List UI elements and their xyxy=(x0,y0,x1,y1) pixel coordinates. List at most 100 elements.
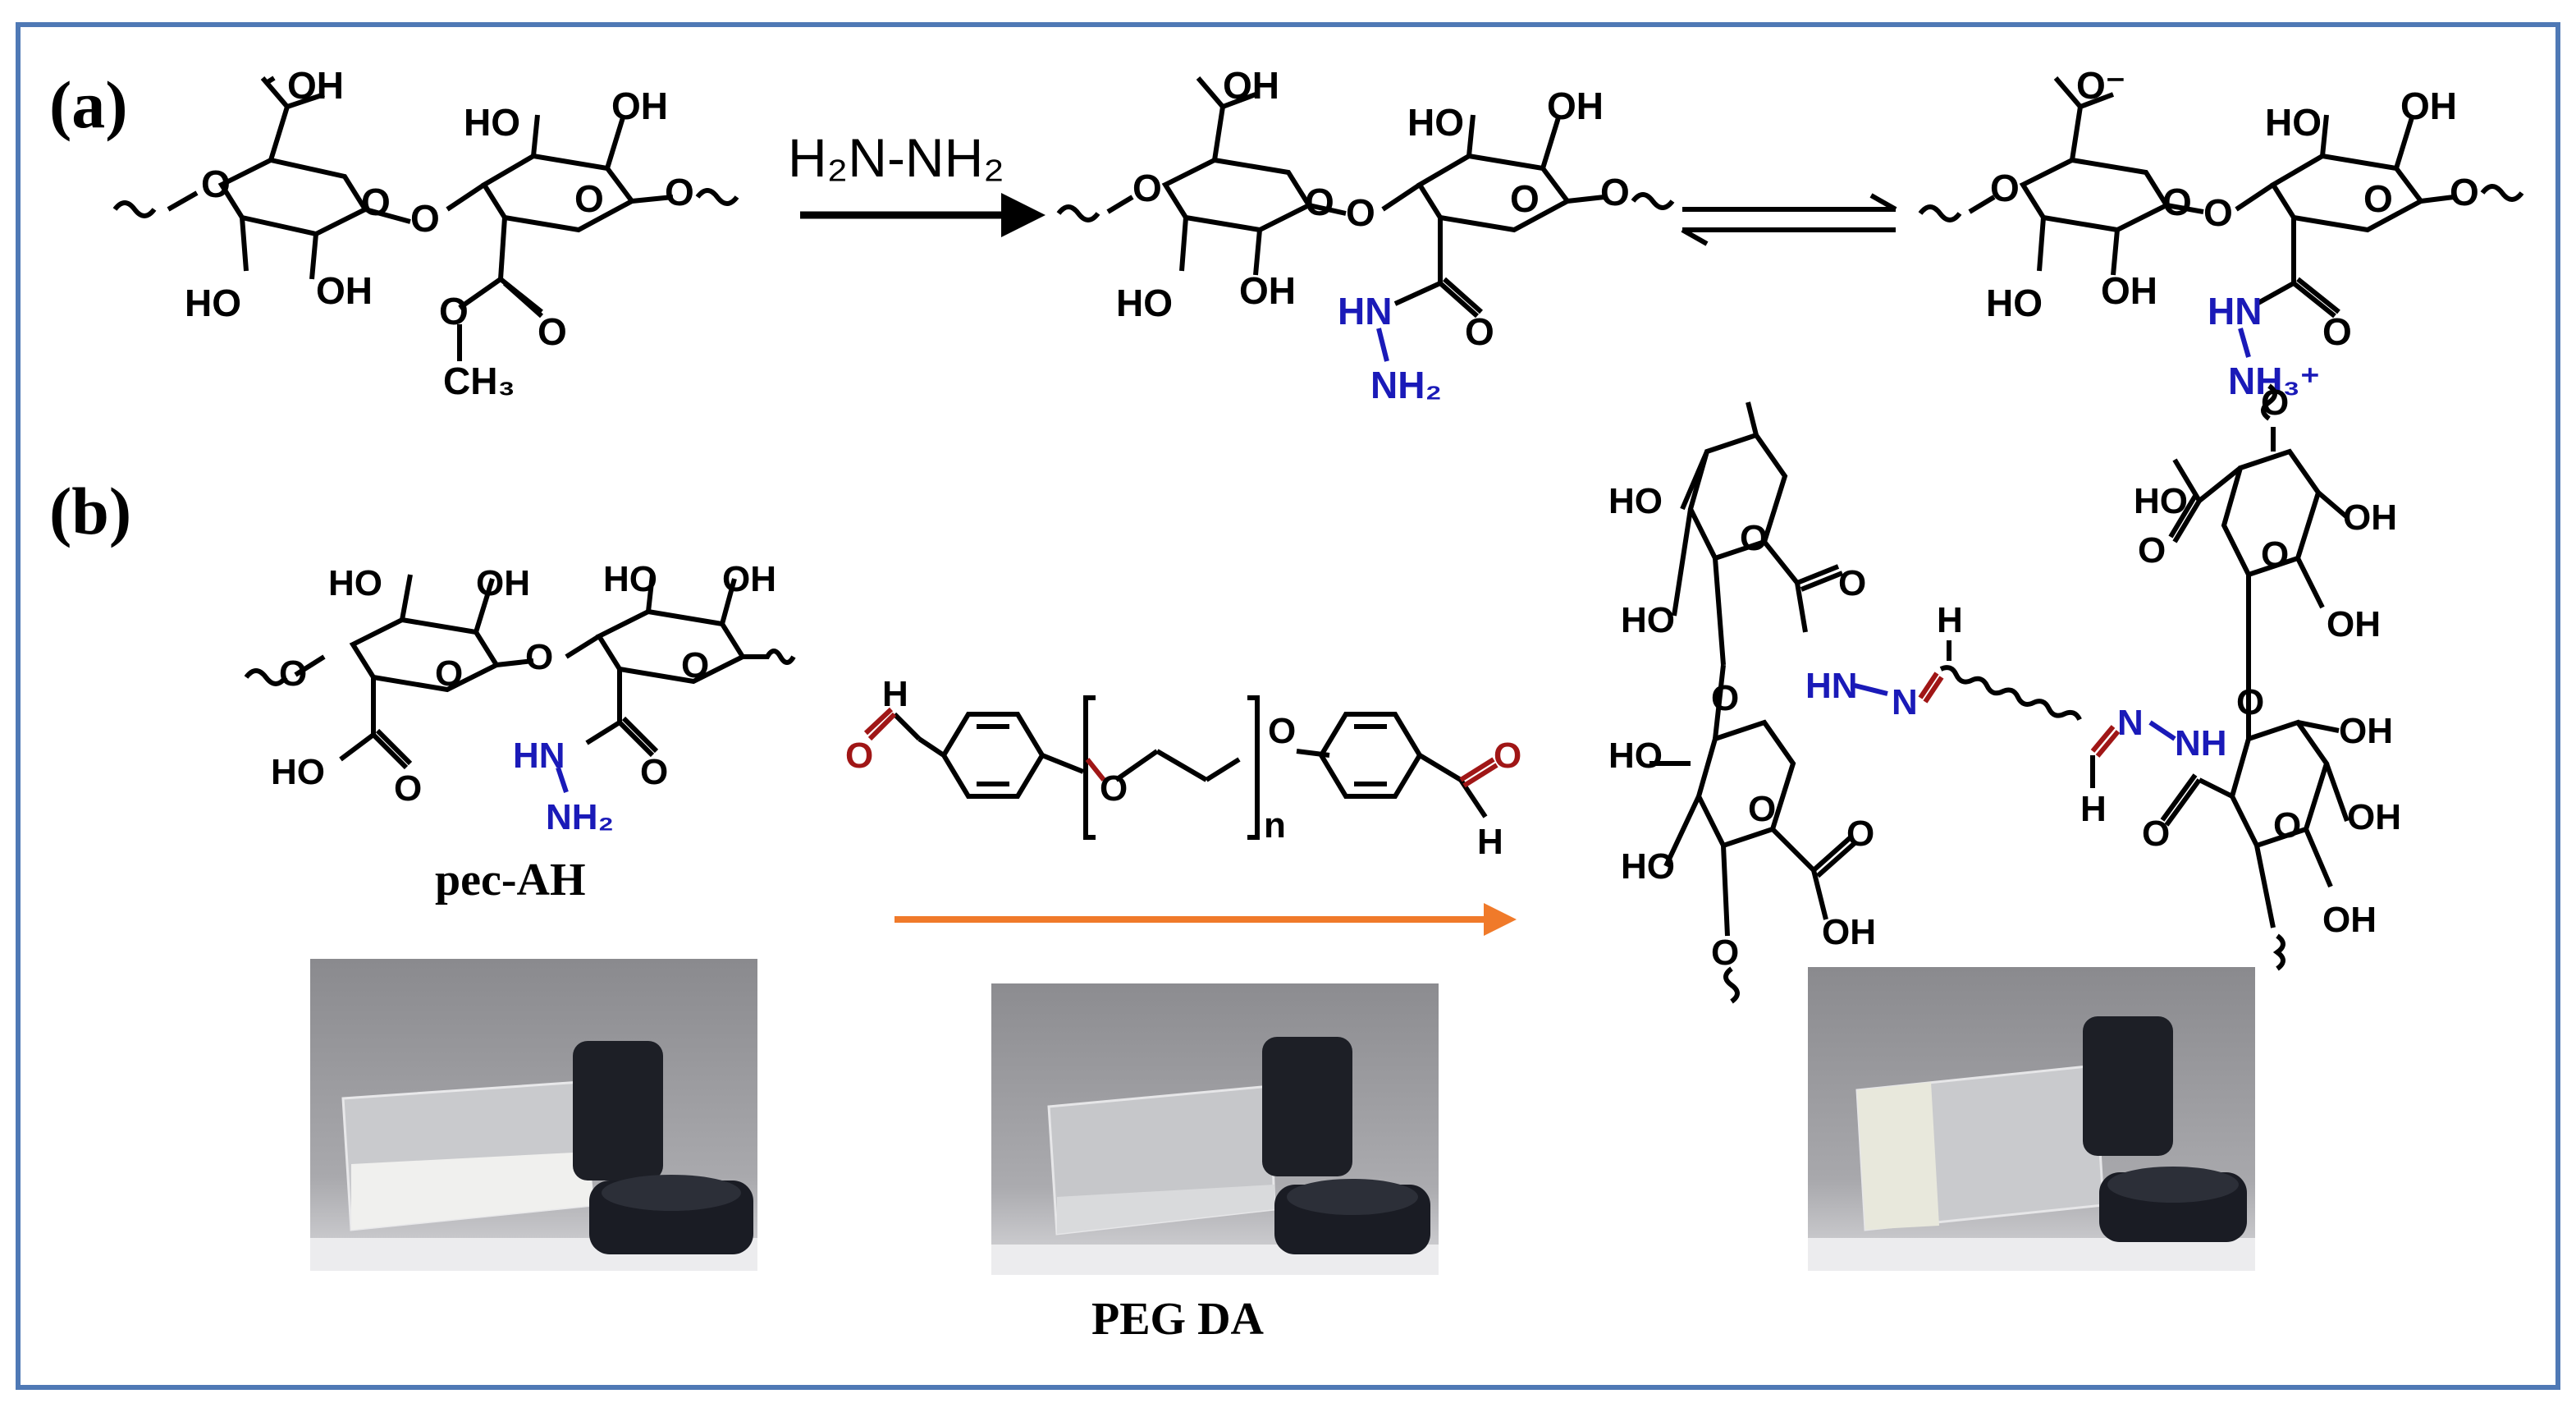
atom-label: OH xyxy=(1239,269,1296,312)
caption-pec-ah: pec-AH xyxy=(435,855,586,905)
atom-label: HO xyxy=(1608,736,1663,776)
reagent-hydrazine: H₂N-NH₂ xyxy=(788,127,1004,188)
atom-label: HO xyxy=(185,282,241,324)
atom-label: OH xyxy=(2327,604,2381,644)
atom-label: HO xyxy=(1986,282,2043,324)
atom-label: O xyxy=(201,163,231,205)
pec-ah-labels: HO OH HO OH O O O O HO O O HN NH₂ xyxy=(271,559,776,837)
ionized-hn-label: HN xyxy=(2208,290,2262,332)
atom-label: HO xyxy=(1621,846,1675,887)
atom-label: O xyxy=(2138,530,2166,571)
atom-label: CH₃ xyxy=(443,360,515,402)
atom-label: HO xyxy=(271,752,325,792)
atom-label: O xyxy=(410,197,440,240)
network-n-label: N xyxy=(1892,682,1918,722)
atom-label: O xyxy=(1838,563,1866,603)
atom-label: OH xyxy=(2339,711,2393,751)
atom-label: O xyxy=(279,653,307,694)
pectin-hydrazide-labels: OH O O O O O HO OH HO OH O HN NH₂ xyxy=(1116,64,1630,406)
atom-label: OH xyxy=(611,85,668,127)
atom-label: HO xyxy=(328,563,382,603)
panel-label-b: (b) xyxy=(49,474,131,548)
atom-label: O xyxy=(525,637,553,677)
atom-label: O xyxy=(1132,167,1162,209)
atom-label: OH xyxy=(722,559,776,599)
atom-label: O xyxy=(439,290,469,332)
atom-label: OH xyxy=(2101,269,2157,312)
ether-o-label: O xyxy=(1100,768,1128,809)
atom-label: O xyxy=(2142,814,2170,854)
atom-label: HO xyxy=(1407,101,1464,144)
vial-photo-peg-da xyxy=(991,983,1439,1275)
peg-da-bond-ring-links xyxy=(1085,758,1106,782)
atom-label: O xyxy=(1846,814,1874,854)
peg-da-aldehyde-bonds xyxy=(863,707,1498,788)
vial-photo-hydrogel xyxy=(1808,967,2255,1271)
ether-o-label: O xyxy=(1268,711,1296,751)
panel-label-a: (a) xyxy=(49,67,128,142)
atom-label: OH xyxy=(476,563,530,603)
atom-label: O⁻ xyxy=(2076,64,2125,107)
atom-label: OH xyxy=(287,64,344,107)
atom-label: O xyxy=(1305,181,1334,223)
atom-label: HO xyxy=(603,559,657,599)
atom-label: O xyxy=(2273,805,2301,846)
network-h-label: H xyxy=(2080,789,2107,829)
atom-label: O xyxy=(1510,177,1540,220)
atom-label: O xyxy=(1990,167,2020,209)
atom-label: OH xyxy=(1547,85,1604,127)
pec-ah-structure xyxy=(244,574,796,770)
atom-label: HO xyxy=(2265,101,2322,144)
atom-label: O xyxy=(574,177,604,220)
vial-pec-ah-image xyxy=(310,959,757,1271)
network-hn-label: HN xyxy=(1805,666,1858,706)
vial-peg-da-image xyxy=(991,983,1439,1275)
aldehyde-o-label: O xyxy=(1494,736,1521,776)
atom-label: O xyxy=(1711,678,1739,718)
atom-label: O xyxy=(2162,181,2192,223)
vial-photo-pec-ah xyxy=(310,959,757,1271)
atom-label: O xyxy=(2450,171,2479,213)
atom-label: O xyxy=(665,171,694,213)
atom-label: HO xyxy=(2134,481,2188,521)
hydrazide-n-bonds xyxy=(1376,328,1389,362)
atom-label: OH xyxy=(316,269,373,312)
equilibrium-arrows xyxy=(1681,193,1897,246)
pectin-methyl-ester-labels: OH O O O O O HO OH HO OH O O CH₃ xyxy=(185,64,694,402)
ionized-n-bonds xyxy=(2238,328,2251,358)
atom-label: O xyxy=(1346,191,1375,234)
atom-label: O xyxy=(2236,682,2264,722)
atom-label: OH xyxy=(2347,797,2401,837)
hydrazone-linker xyxy=(1854,640,2176,788)
atom-label: OH xyxy=(2400,85,2457,127)
pectin-hydrazide-ionized-labels: O⁻ O O O O O HO OH HO OH O HN NH₃⁺ xyxy=(1986,64,2479,402)
atom-label: O xyxy=(435,653,463,694)
atom-label: O xyxy=(2203,191,2233,234)
atom-label: O xyxy=(2322,310,2352,353)
atom-label: O xyxy=(394,768,422,809)
crosslinked-network-structure xyxy=(1649,383,2350,1004)
repeat-n-label: n xyxy=(1264,805,1286,846)
atom-label: HO xyxy=(1621,600,1675,640)
peg-da-labels: H O O O n O H xyxy=(845,674,1521,862)
pectin-hydrazide-ionized-structure xyxy=(1918,76,2524,319)
atom-label: O xyxy=(1740,518,1768,558)
atom-label: O xyxy=(2363,177,2393,220)
caption-peg-da: PEG DA xyxy=(1091,1294,1265,1345)
atom-label: HO xyxy=(1116,282,1173,324)
atom-label: O xyxy=(2261,534,2289,575)
aldehyde-o-label: O xyxy=(845,736,873,776)
aldehyde-h-label: H xyxy=(882,674,908,714)
hydrazide-nh2-label: NH₂ xyxy=(1370,364,1442,406)
atom-label: OH xyxy=(2322,900,2377,940)
atom-label: HO xyxy=(464,101,520,144)
aldehyde-h-label: H xyxy=(1477,822,1503,862)
network-nh-label: NH xyxy=(2175,723,2227,763)
hydrazide-hn-label: HN xyxy=(1338,290,1392,332)
atom-label: O xyxy=(361,181,391,223)
network-n-label: N xyxy=(2117,703,2144,743)
atom-label: O xyxy=(1711,933,1739,973)
atom-label: OH xyxy=(2343,497,2397,538)
atom-label: O xyxy=(681,645,709,685)
